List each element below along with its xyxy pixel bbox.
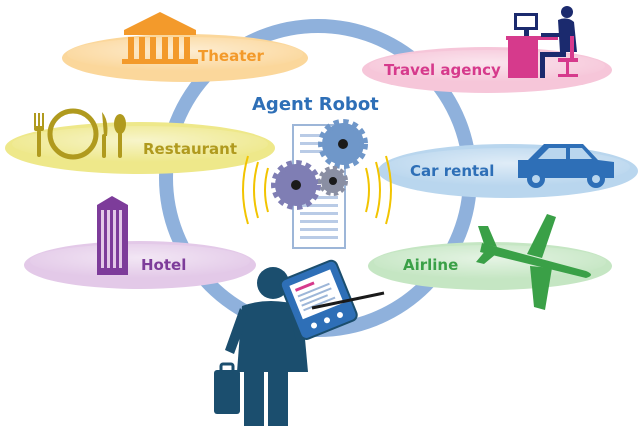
- car-rental-label: Car rental: [410, 162, 494, 180]
- hotel-label: Hotel: [141, 256, 186, 274]
- theater-building-icon: [122, 12, 198, 64]
- agent-robot-title: Agent Robot: [252, 94, 379, 115]
- travel-agency-label: Travel agency: [384, 61, 501, 79]
- car-icon: [518, 144, 614, 188]
- airline-label: Airline: [403, 256, 458, 274]
- pda-tablet-icon: [279, 259, 385, 340]
- node-car-rental: Car rental: [378, 144, 638, 198]
- restaurant-label: Restaurant: [143, 140, 237, 158]
- wireless-signal-icon: [242, 155, 392, 225]
- node-travel-agency: Travel agency: [362, 6, 612, 93]
- hotel-building-icon: [97, 196, 128, 275]
- businessman-icon: [225, 267, 308, 426]
- node-airline: Airline: [368, 214, 612, 310]
- node-theater: Theater: [62, 12, 308, 82]
- node-hotel: Hotel: [24, 196, 256, 289]
- cutlery-plate-icon: [34, 108, 126, 160]
- briefcase-icon: [214, 362, 240, 414]
- server-gears-icon: [271, 119, 368, 249]
- agent-at-desk-icon: [506, 6, 578, 78]
- node-restaurant: Restaurant: [5, 108, 275, 174]
- airplane-icon: [476, 214, 591, 310]
- theater-label: Theater: [198, 47, 265, 65]
